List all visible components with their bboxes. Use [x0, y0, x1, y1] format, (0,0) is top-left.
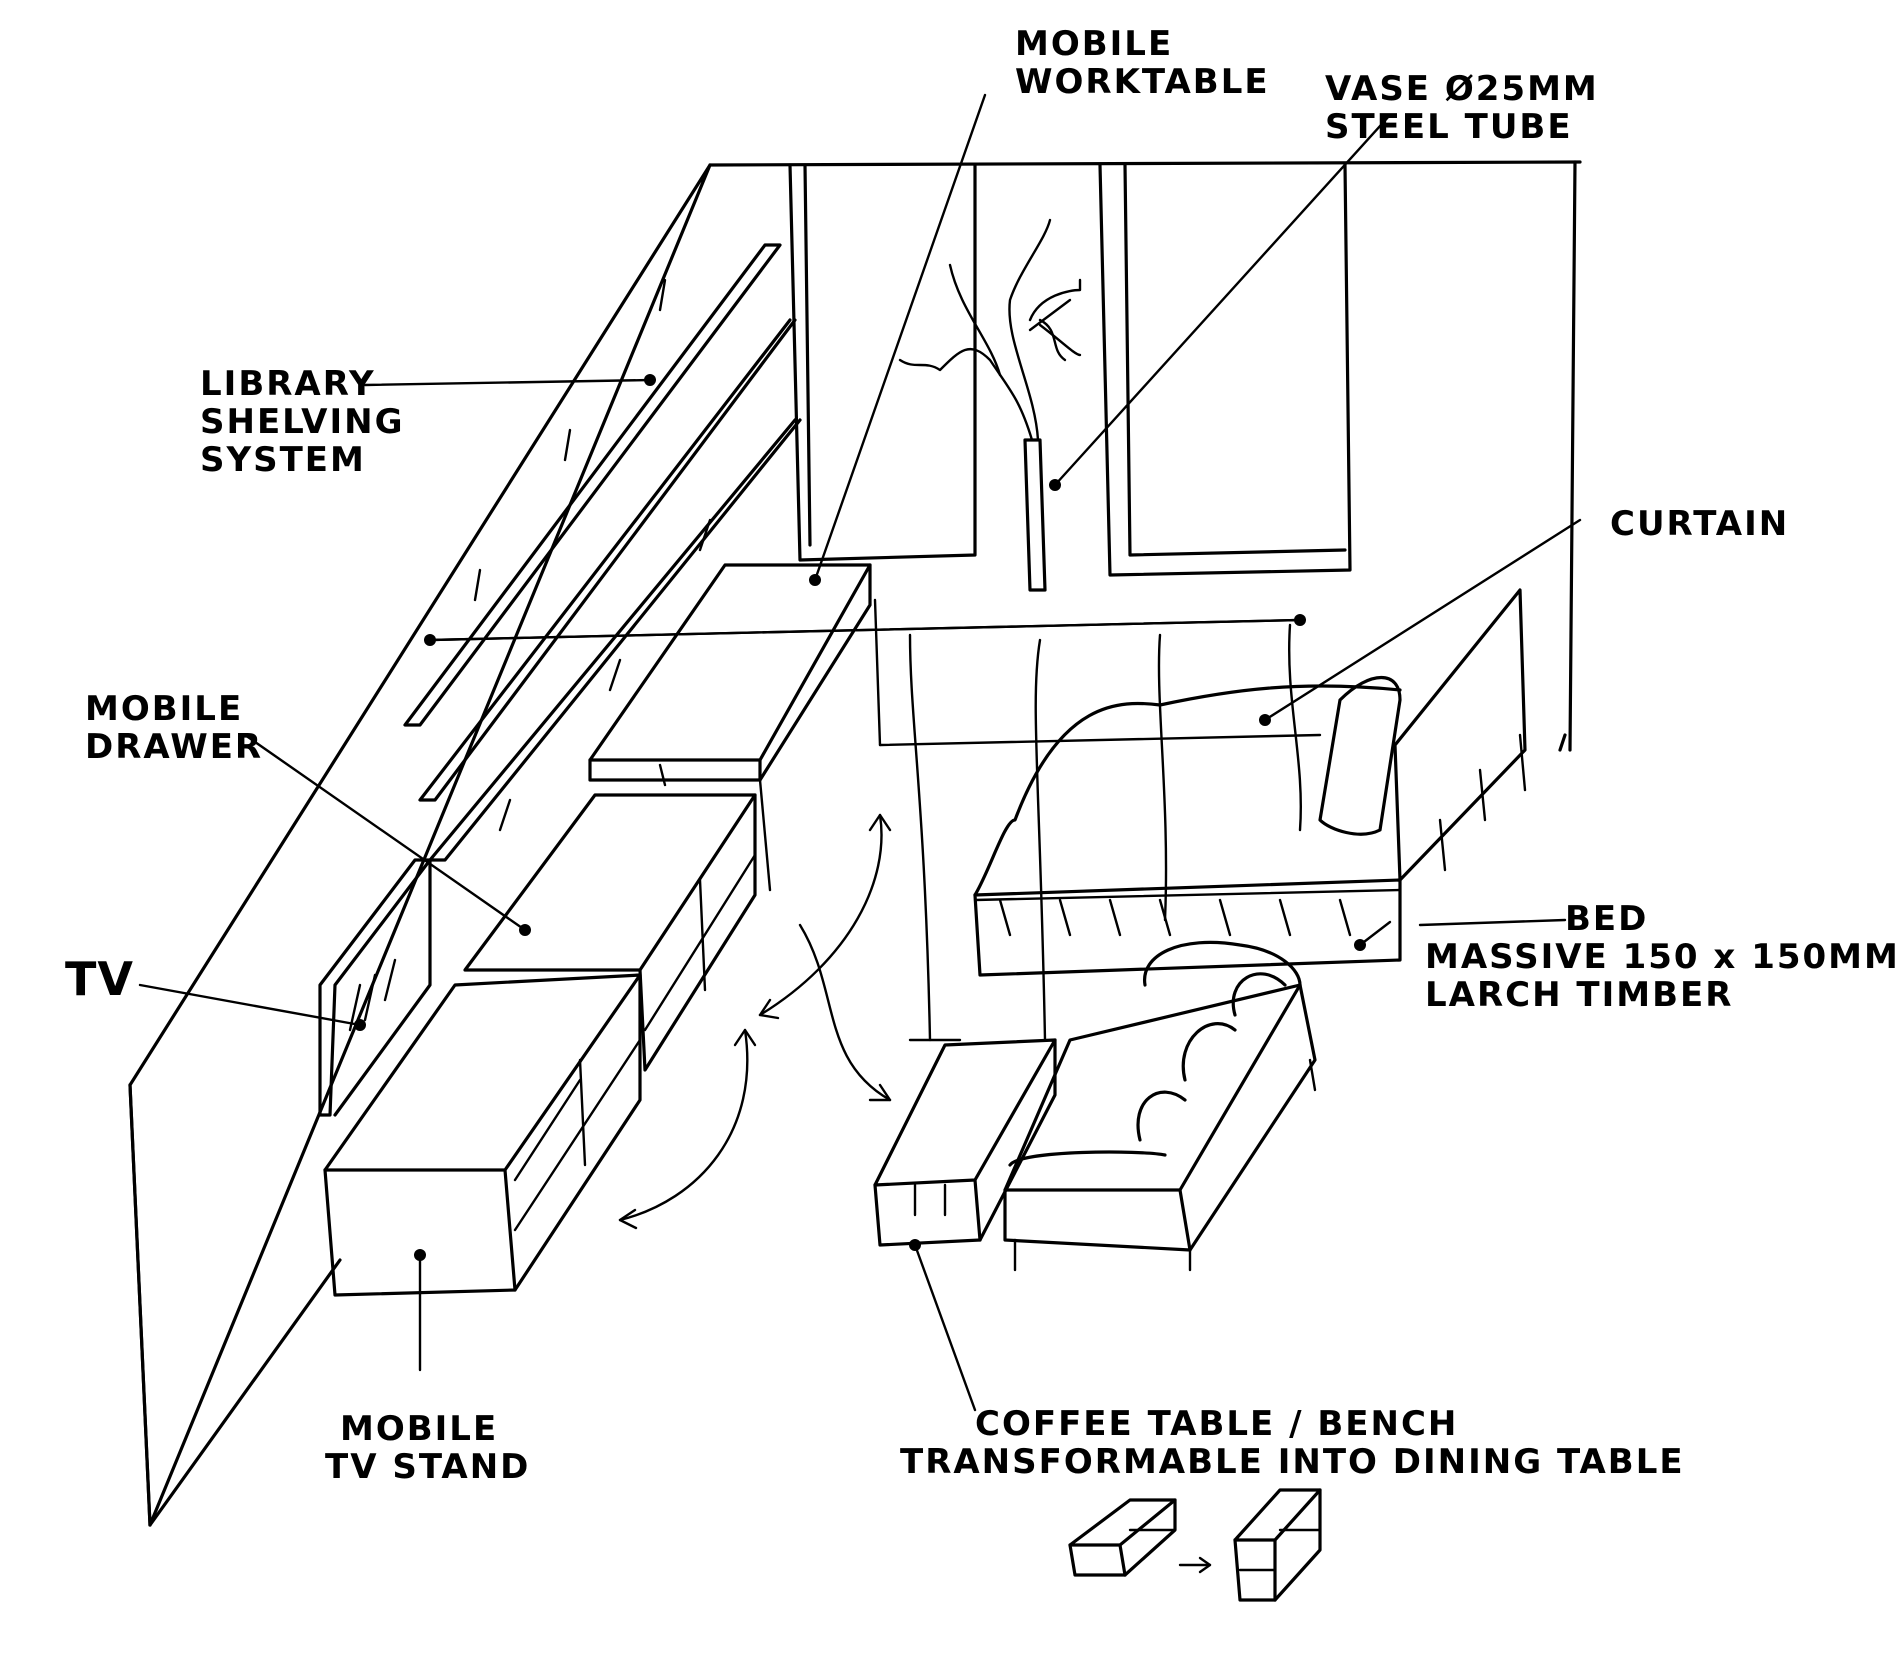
label-line: TRANSFORMABLE INTO DINING TABLE [900, 1442, 1685, 1482]
bed [973, 588, 1527, 977]
sofa [1003, 940, 1317, 1272]
label-line: BED [1565, 899, 1649, 939]
label-vase: VASE Ø25MM STEEL TUBE [1325, 70, 1599, 146]
label-line: MASSIVE 150 x 150MM [1425, 937, 1900, 977]
mobile-drawer [463, 793, 757, 1072]
label-line: MOBILE [85, 689, 244, 729]
label-line: SYSTEM [200, 440, 366, 480]
curtain [908, 623, 1302, 1042]
label-library-shelving: LIBRARY SHELVING SYSTEM [200, 365, 404, 479]
side-wall-panel [128, 163, 712, 1527]
library-shelving [403, 243, 802, 862]
label-line: SHELVING [200, 402, 405, 442]
label-line: WORKTABLE [1015, 62, 1270, 102]
label-line: VASE Ø25MM [1325, 69, 1599, 109]
label-mobile-tv-stand: MOBILE TV STAND [325, 1410, 530, 1486]
floor-lines [428, 618, 1322, 747]
mobile-worktable [588, 563, 882, 892]
label-tv: TV [65, 952, 134, 1006]
label-mobile-worktable: MOBILE WORKTABLE [1015, 25, 1270, 101]
label-curtain: CURTAIN [1610, 505, 1789, 543]
transformation-diagram [1068, 1488, 1322, 1602]
tv-screen [318, 858, 432, 1117]
movement-arrows [618, 813, 892, 1230]
label-line: LIBRARY [200, 364, 376, 404]
leader-lines [138, 93, 1582, 1412]
label-line: TV STAND [325, 1447, 531, 1487]
label-line: TV [65, 952, 134, 1006]
vase-steel-tube [898, 218, 1082, 592]
window-frames [788, 163, 1352, 577]
mobile-tv-stand [323, 973, 642, 1297]
label-line: MOBILE [340, 1409, 499, 1449]
label-line: COFFEE TABLE / BENCH [975, 1404, 1459, 1444]
label-coffee-table: COFFEE TABLE / BENCH TRANSFORMABLE INTO … [900, 1405, 1685, 1481]
label-line: LARCH TIMBER [1425, 975, 1734, 1015]
label-mobile-drawer: MOBILE DRAWER [85, 690, 263, 766]
label-line: CURTAIN [1610, 504, 1790, 544]
label-line: MOBILE [1015, 24, 1174, 64]
coffee-table-bench [873, 1038, 1057, 1247]
label-line: DRAWER [85, 727, 264, 767]
back-wall [708, 160, 1582, 752]
label-bed: BED MASSIVE 150 x 150MM LARCH TIMBER [1425, 900, 1900, 1014]
label-line: STEEL TUBE [1325, 107, 1573, 147]
